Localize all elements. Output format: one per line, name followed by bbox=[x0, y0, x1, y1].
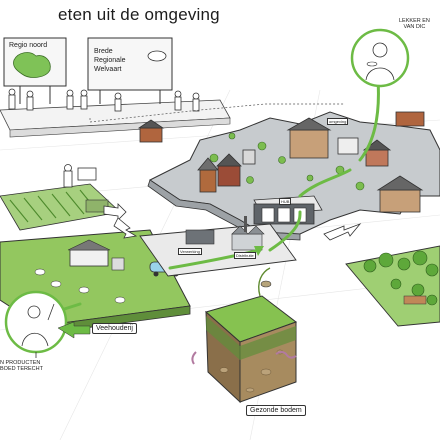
veehouderij-label: Veehouderij bbox=[92, 323, 137, 334]
regio-noord-board bbox=[3, 37, 67, 104]
regio-noord-label: Regio noord bbox=[9, 42, 48, 49]
brede-welvaart-board bbox=[87, 37, 173, 104]
page-title: eten uit de omgeving bbox=[58, 5, 220, 24]
hub-building bbox=[253, 195, 323, 225]
omgeving-tag: omgeving bbox=[327, 118, 349, 125]
grey-arrows bbox=[103, 203, 362, 241]
producten-callout: N PRODUCTEN BOED TERECHT bbox=[0, 360, 43, 372]
town-trees bbox=[209, 132, 365, 191]
stage-platform bbox=[0, 99, 231, 138]
farmer-figure bbox=[63, 164, 97, 188]
brede-line-3: Welvaart bbox=[94, 66, 122, 73]
brede-line-2: Regionale bbox=[94, 57, 126, 64]
flow-arrows bbox=[28, 78, 380, 322]
verwerking-tag: Verwerking bbox=[178, 248, 202, 255]
chef-portrait-circle bbox=[350, 28, 410, 88]
distributie-tag: Distributie bbox=[234, 252, 256, 259]
gezonde-bodem-label: Gezonde bodem bbox=[246, 405, 306, 416]
hub-tag: HUB bbox=[279, 198, 292, 205]
farmer-portrait-circle bbox=[4, 290, 68, 358]
soil-cube bbox=[191, 267, 298, 404]
lekker-callout: LEKKER EN VAN DIC bbox=[399, 18, 430, 30]
veehouderij-arrow bbox=[57, 321, 91, 339]
presenters bbox=[8, 88, 200, 112]
town-buildings bbox=[137, 111, 425, 213]
crop-field bbox=[0, 183, 121, 231]
nature-area bbox=[345, 245, 440, 327]
brede-line-1: Brede bbox=[94, 48, 113, 55]
